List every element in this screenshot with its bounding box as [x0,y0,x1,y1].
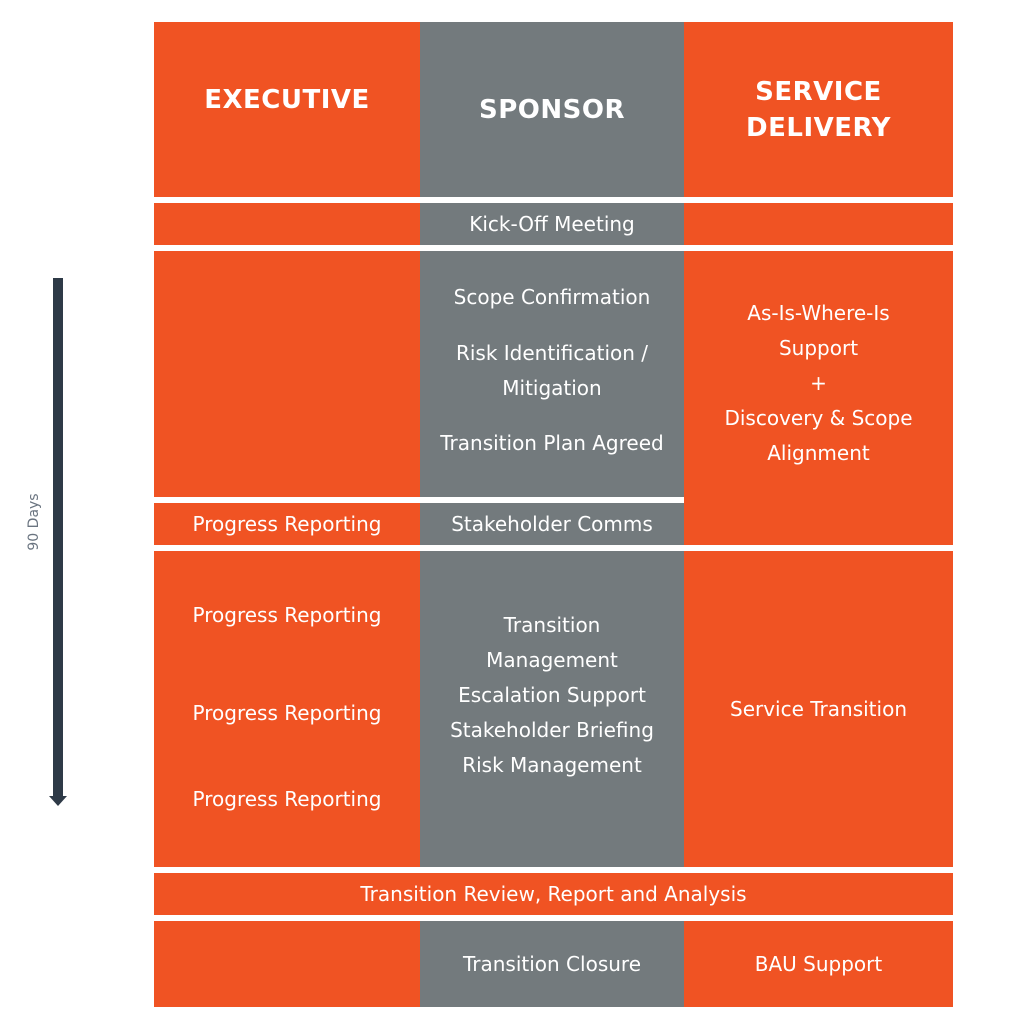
phase2-sponsor: Transition Management Escalation Support… [420,551,684,867]
cell-text: Alignment [767,440,870,465]
cell-text: BAU Support [754,951,883,976]
cell-text: Transition Review, Report and Analysis [360,881,747,906]
cell-text: Stakeholder Comms [451,511,653,536]
header-label: SERVICE [755,76,882,107]
closure-sponsor: Transition Closure [420,921,684,1007]
phase1b-executive: Progress Reporting [154,503,420,545]
cell-text: Progress Reporting [192,701,382,725]
header-service-delivery: SERVICE DELIVERY [684,22,953,197]
cell-text: Kick-Off Meeting [469,211,635,236]
cell-text: As-Is-Where-Is [747,300,890,325]
arrow-down-icon [49,796,67,806]
cell-text: Service Transition [730,696,907,721]
cell-text: Risk Management [462,752,642,777]
cell-text: Transition Closure [462,951,642,976]
kickoff-service [684,203,953,245]
cell-text: Risk Identification / [455,340,649,365]
cell-text: Escalation Support [458,682,646,707]
cell-text: Progress Reporting [192,603,382,627]
header-sponsor: SPONSOR [420,22,684,197]
header-label: EXECUTIVE [204,84,370,115]
cell-text: Management [486,647,618,672]
cell-text: Stakeholder Briefing [450,717,654,742]
cell-text: Discovery & Scope [724,405,913,430]
phase1b-sponsor: Stakeholder Comms [420,503,684,545]
cell-text: Progress Reporting [192,511,382,536]
phase1-service: As-Is-Where-Is Support + Discovery & Sco… [684,251,953,545]
cell-text: Transition Plan Agreed [440,430,664,455]
cell-text: Mitigation [502,375,602,400]
phase2-executive: Progress Reporting Progress Reporting Pr… [154,551,420,867]
kickoff-executive [154,203,420,245]
review-row: Transition Review, Report and Analysis [154,873,953,915]
header-label: SPONSOR [479,94,625,125]
cell-text: Support [778,335,859,360]
timeline-label: 90 Days [26,493,42,551]
timeline-arrow [53,278,63,798]
cell-text: Scope Confirmation [453,284,651,309]
phase1-sponsor: Scope Confirmation Risk Identification /… [420,251,684,497]
closure-executive [154,921,420,1007]
cell-text: Progress Reporting [192,787,382,811]
kickoff-sponsor: Kick-Off Meeting [420,203,684,245]
header-label: DELIVERY [746,112,891,143]
cell-text: Transition [503,612,601,637]
phase2-service: Service Transition [684,551,953,867]
closure-service: BAU Support [684,921,953,1007]
header-executive: EXECUTIVE [154,22,420,197]
phase1-executive [154,251,420,497]
cell-text: + [810,370,827,395]
